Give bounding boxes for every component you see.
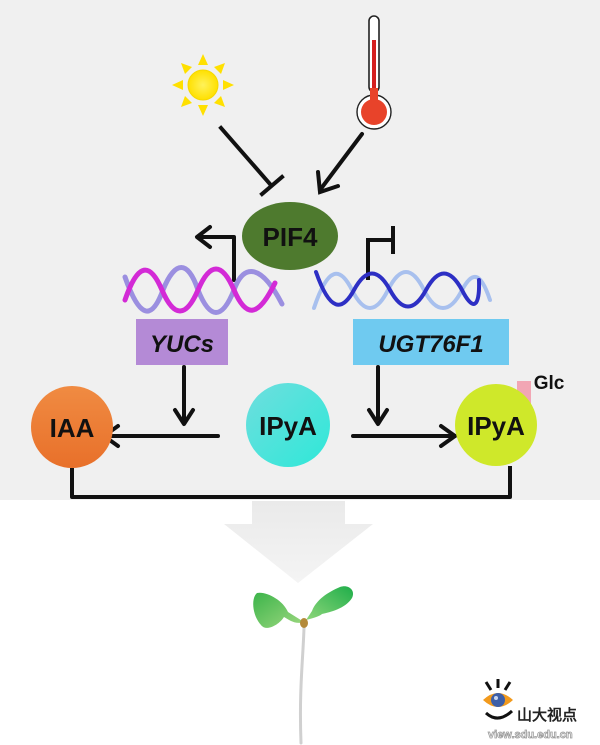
ipya-label: IPyA — [259, 411, 317, 441]
ipya-glc-label: IPyA — [467, 411, 525, 441]
ugt76f1-gene-box: UGT76F1 — [353, 319, 509, 365]
pif4-node: PIF4 — [242, 202, 338, 270]
sun-icon — [172, 54, 234, 116]
iaa-node: IAA — [31, 386, 113, 468]
yucs-catalysis-edge — [173, 365, 195, 426]
ugt76f1-label: UGT76F1 — [378, 331, 483, 358]
yucs-label: YUCs — [150, 331, 214, 358]
thermometer-icon — [356, 15, 392, 130]
ugt76f1-dna-helix-icon — [312, 270, 492, 310]
ipya-to-ipya-glc-edge — [351, 424, 457, 448]
watermark-url: view.sdu.edu.cn — [488, 729, 573, 741]
yucs-gene-box: YUCs — [136, 319, 228, 365]
pif4-label: PIF4 — [263, 222, 318, 252]
auxin-balance-bracket — [70, 466, 512, 499]
watermark-logo: 山大视点 view.sdu.edu.cn — [483, 679, 577, 741]
glc-tag-label: Glc — [534, 373, 565, 394]
ugt76f1-catalysis-edge — [367, 365, 389, 426]
yucs-dna-helix-icon — [122, 265, 285, 315]
ipya-to-iaa-edge — [102, 424, 220, 448]
light-inhibits-pif4-edge — [218, 125, 285, 197]
ipya-glc-node: IPyA Glc — [455, 373, 565, 466]
ipya-node: IPyA — [246, 383, 330, 467]
pif4-activates-yucs-edge — [195, 225, 236, 282]
iaa-label: IAA — [50, 413, 95, 443]
eye-logo-icon — [483, 679, 514, 720]
seedling-icon — [253, 586, 354, 745]
watermark-title: 山大视点 — [517, 706, 577, 724]
pif4-represses-ugt76f1-edge — [366, 226, 395, 280]
temperature-promotes-pif4-edge — [316, 132, 364, 195]
outcome-arrow-icon — [224, 501, 373, 583]
